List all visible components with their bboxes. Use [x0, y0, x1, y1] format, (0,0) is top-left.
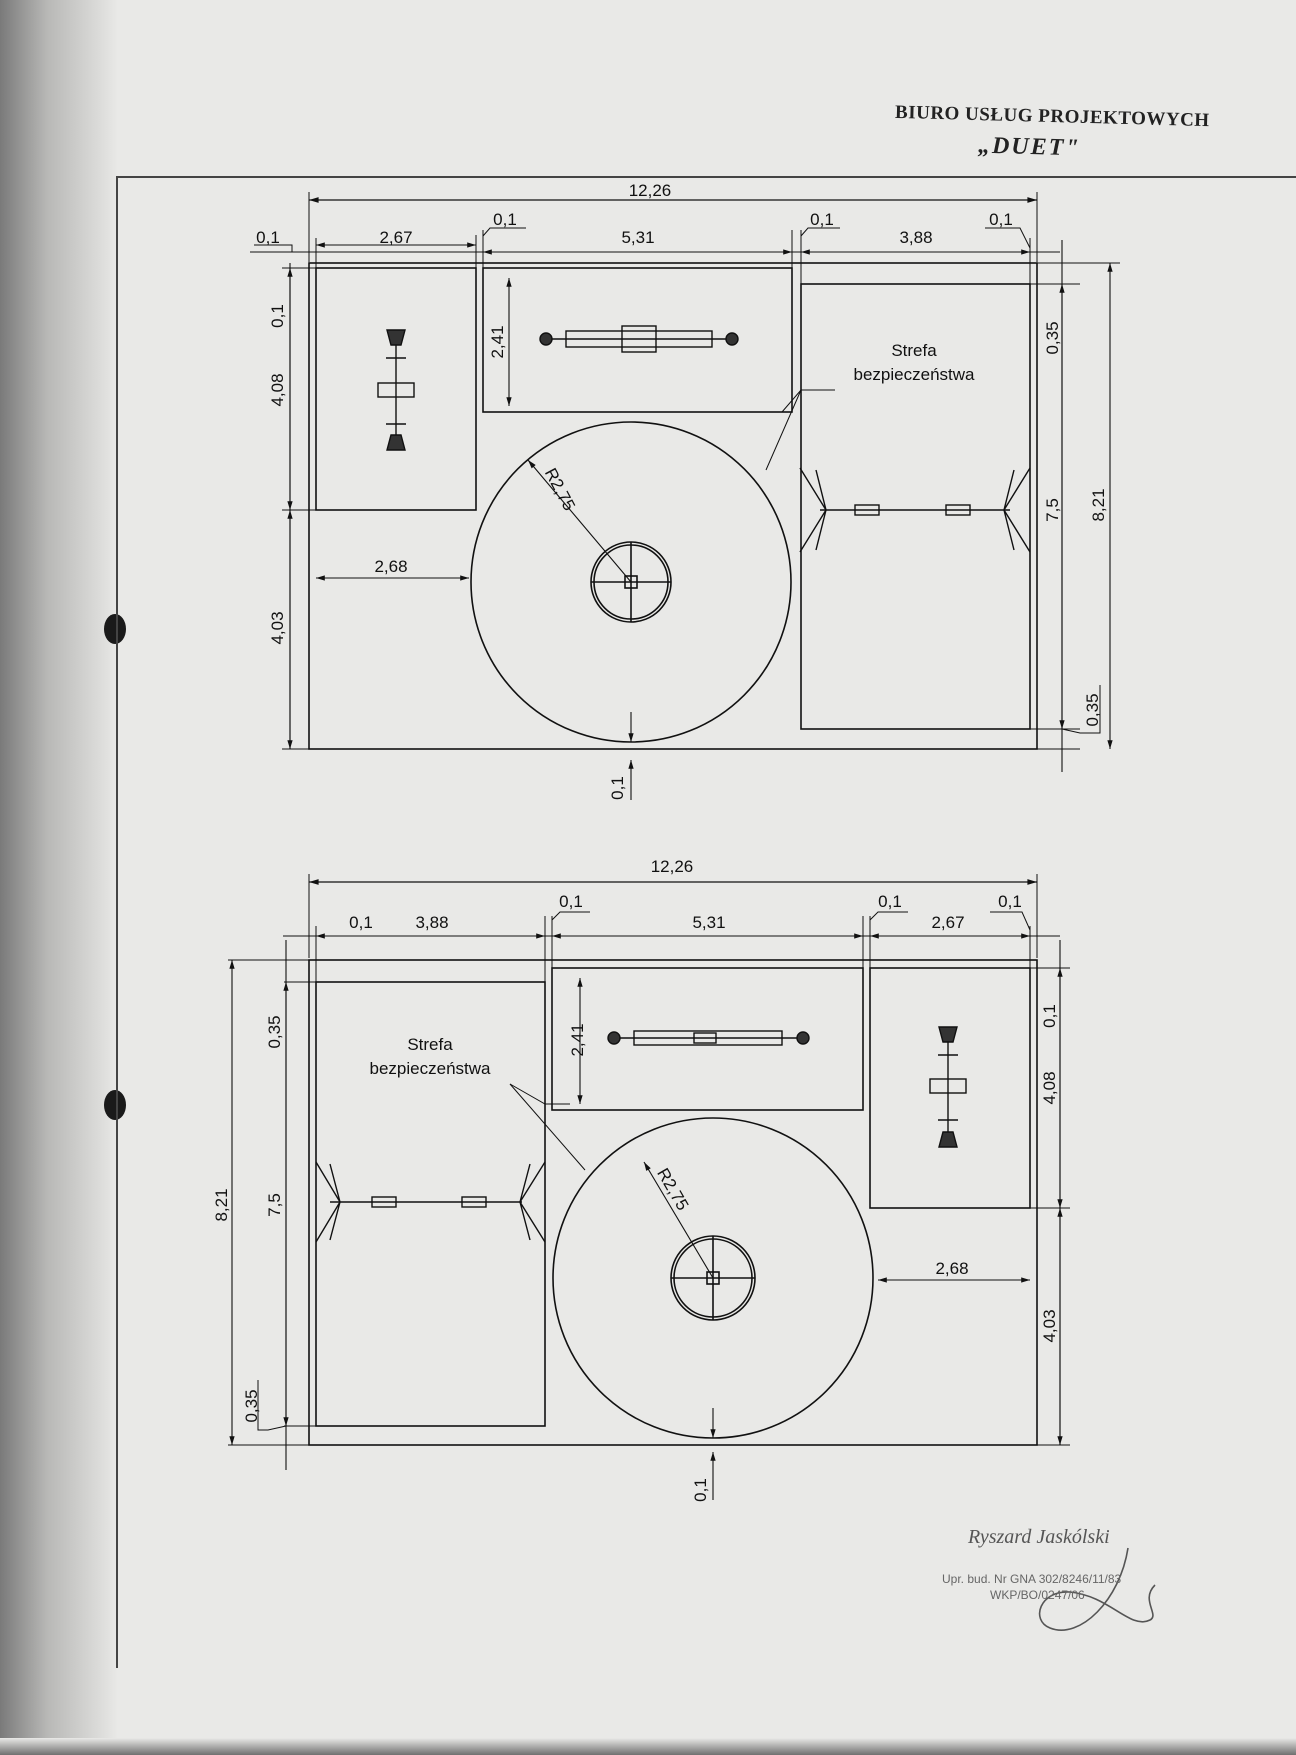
top-radius-label: R2,75: [541, 465, 579, 514]
top-safety-zone-label: bezpieczeństwa: [854, 365, 976, 384]
signature-license-line: Upr. bud. Nr GNA 302/8246/11/83: [942, 1572, 1122, 1586]
page-edge-shadow: [0, 0, 118, 1755]
signature-name: Ryszard Jaskólski: [968, 1526, 1110, 1548]
bottom-dim-label: 0,1: [559, 892, 583, 911]
bottom-left-dim-label: 0,35: [265, 1015, 284, 1048]
top-dim-label: 2,67: [379, 228, 412, 247]
bottom-clearance-label: 2,68: [935, 1259, 968, 1278]
bottom-plan-boundary: [308, 959, 1038, 1446]
top-dim-label: 3,88: [899, 228, 932, 247]
bottom-bottom-gap-label: 0,1: [691, 1478, 710, 1502]
top-swing-zone-left: [315, 267, 477, 511]
top-safety-zone-label: Strefa: [891, 341, 937, 360]
bottom-edge-shadow: [0, 1738, 1296, 1755]
bottom-right-dim-label: 4,08: [1040, 1071, 1059, 1104]
top-plan-boundary: [308, 262, 1038, 750]
top-dim-label: 0,1: [989, 210, 1013, 229]
binder-hole: [104, 1090, 126, 1120]
top-dim-label: 0,1: [493, 210, 517, 229]
bottom-safety-zone-label: Strefa: [407, 1035, 453, 1054]
drawing-sheet-frame: [116, 176, 1296, 1668]
top-overall-width-label: 12,26: [629, 181, 672, 200]
handwritten-signature: [1038, 1547, 1156, 1631]
bottom-overall-width-label: 12,26: [651, 857, 694, 876]
top-left-dim-label: 4,03: [268, 611, 287, 644]
bottom-safety-zone-label: bezpieczeństwa: [370, 1059, 492, 1078]
bottom-left-dim-label: 0,35: [242, 1389, 261, 1422]
signature-license-line: WKP/BO/0247/06: [990, 1588, 1085, 1602]
bottom-plan: [228, 874, 1070, 1500]
top-right-dim-label: 0,35: [1083, 693, 1102, 726]
bottom-seesaw-zone: [551, 967, 864, 1111]
top-dim-label: 5,31: [621, 228, 654, 247]
bottom-right-dim-label: 0,1: [1040, 1004, 1059, 1028]
top-clearance-label: 2,68: [374, 557, 407, 576]
bottom-dim-label: 3,88: [415, 913, 448, 932]
bottom-radius-label: R2,75: [653, 1165, 692, 1214]
bottom-left-dim-label: 7,5: [265, 1193, 284, 1217]
bottom-dim-label: 0,1: [349, 913, 373, 932]
bottom-dim-label: 5,31: [692, 913, 725, 932]
top-right-dim-label: 7,5: [1043, 498, 1062, 522]
bottom-dim-label: 0,1: [878, 892, 902, 911]
bottom-dim-label: 2,67: [931, 913, 964, 932]
top-bottom-gap-label: 0,1: [608, 776, 627, 800]
top-right-dim-label: 0,35: [1043, 321, 1062, 354]
bottom-swing-zone-right: [869, 967, 1031, 1209]
bottom-right-dim-label: 4,03: [1040, 1309, 1059, 1342]
top-dim-label: 0,1: [256, 228, 280, 247]
top-plan: [250, 192, 1120, 800]
bottom-safety-zone-left: [315, 981, 546, 1427]
binder-hole: [104, 614, 126, 644]
top-dim-label: 0,1: [810, 210, 834, 229]
top-seesaw-zone: [482, 267, 793, 413]
bottom-dim-label: 0,1: [998, 892, 1022, 911]
bottom-bench-height-label: 2,41: [568, 1023, 587, 1056]
bottom-overall-height-label: 8,21: [212, 1188, 231, 1221]
top-overall-height-label: 8,21: [1089, 488, 1108, 521]
top-left-dim-label: 0,1: [268, 304, 287, 328]
top-bench-height-label: 2,41: [488, 325, 507, 358]
top-left-dim-label: 4,08: [268, 373, 287, 406]
top-safety-zone-right: [800, 283, 1031, 730]
